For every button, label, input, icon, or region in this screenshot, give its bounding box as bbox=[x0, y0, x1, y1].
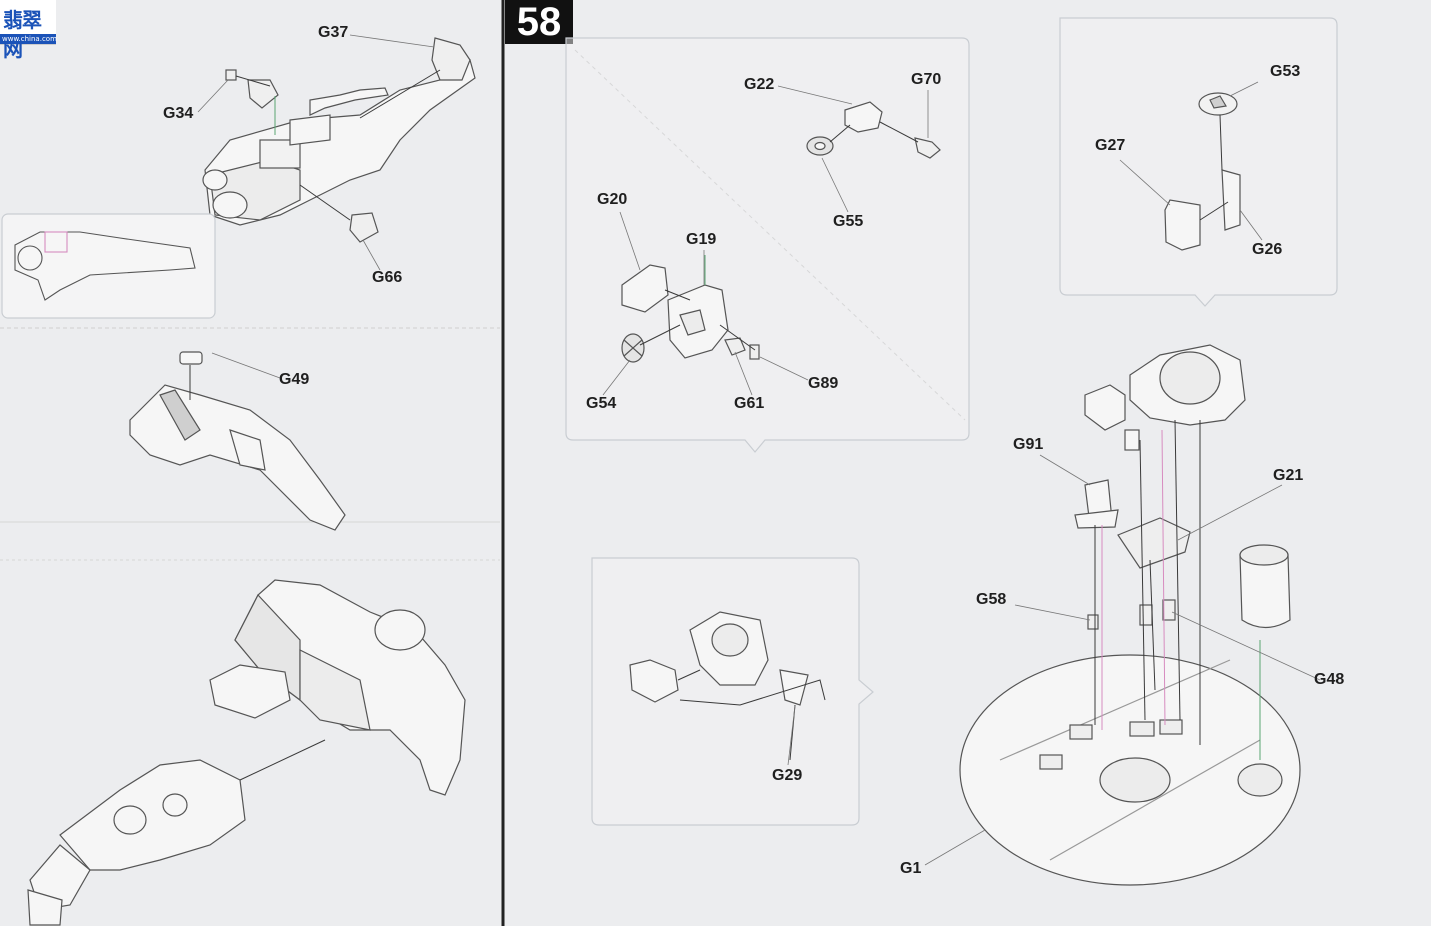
part-g48-shape bbox=[1239, 544, 1291, 629]
part-g58-shape bbox=[1087, 599, 1176, 630]
part-g22-shape bbox=[844, 101, 883, 133]
logo-subtext: www.china.com bbox=[2, 35, 57, 43]
logo-text: 翡翠网 bbox=[3, 8, 42, 61]
assembly-lines-g22 bbox=[829, 121, 919, 143]
assembly-lines-g26 bbox=[1199, 114, 1229, 221]
label-g1: G1 bbox=[900, 860, 922, 877]
part-g91-shape bbox=[1074, 479, 1119, 529]
label-g27: G27 bbox=[1095, 137, 1126, 154]
label-g61: G61 bbox=[734, 395, 765, 412]
callout-box-lower bbox=[591, 557, 874, 826]
label-g70: G70 bbox=[911, 71, 942, 88]
part-g54-shape bbox=[621, 333, 645, 363]
leader-lines-left bbox=[197, 34, 435, 379]
part-g61-shape bbox=[724, 337, 746, 356]
label-g29: G29 bbox=[772, 767, 803, 784]
label-g89: G89 bbox=[808, 375, 839, 392]
part-g20-shape bbox=[621, 264, 669, 313]
part-g29-assembly bbox=[629, 611, 809, 706]
label-g49: G49 bbox=[279, 371, 310, 388]
callout-box-upper bbox=[565, 37, 970, 453]
label-g48: G48 bbox=[1314, 671, 1345, 688]
step-number-badge: 58 bbox=[505, 0, 573, 44]
part-g19-shape bbox=[667, 284, 729, 359]
gun-cradle-middle bbox=[129, 351, 346, 531]
label-g37: G37 bbox=[318, 24, 349, 41]
part-g37-shape bbox=[431, 37, 471, 81]
site-logo: 翡翠网 www.china.com bbox=[0, 0, 57, 61]
label-g22: G22 bbox=[744, 76, 775, 93]
label-g20: G20 bbox=[597, 191, 628, 208]
turret-gear-assembly bbox=[1084, 344, 1246, 451]
label-g21: G21 bbox=[1273, 467, 1304, 484]
label-g58: G58 bbox=[976, 591, 1007, 608]
label-g26: G26 bbox=[1252, 241, 1283, 258]
label-g54: G54 bbox=[586, 395, 617, 412]
reference-breech-view bbox=[14, 231, 196, 301]
turret-floor-g1 bbox=[959, 654, 1301, 886]
part-g21-shape bbox=[1117, 517, 1191, 569]
gun-breech-assembly-top bbox=[202, 59, 476, 226]
part-g34-shape bbox=[225, 69, 279, 109]
assembly-lines-left-top bbox=[235, 69, 441, 221]
label-g55: G55 bbox=[833, 213, 864, 230]
logo-bar: www.china.com bbox=[0, 34, 57, 44]
part-g55-shape bbox=[806, 136, 834, 156]
callout-box-right bbox=[1059, 17, 1338, 307]
label-g19: G19 bbox=[686, 231, 717, 248]
part-g89-shape bbox=[749, 344, 760, 360]
leader-lines-right bbox=[602, 81, 1321, 866]
part-g27-g26-shape bbox=[1164, 169, 1241, 251]
label-g34: G34 bbox=[163, 105, 194, 122]
assembly-lines-g19 bbox=[639, 255, 756, 351]
gun-mantlet-assembly bbox=[27, 579, 466, 926]
label-g91: G91 bbox=[1013, 436, 1044, 453]
part-g66-shape bbox=[349, 212, 379, 243]
part-g70-shape bbox=[914, 137, 941, 159]
label-g53: G53 bbox=[1270, 63, 1301, 80]
assembly-line-bottom-left bbox=[239, 739, 326, 781]
assembly-lines-floor bbox=[1094, 419, 1261, 760]
label-g66: G66 bbox=[372, 269, 403, 286]
part-g53-shape bbox=[1198, 92, 1238, 116]
